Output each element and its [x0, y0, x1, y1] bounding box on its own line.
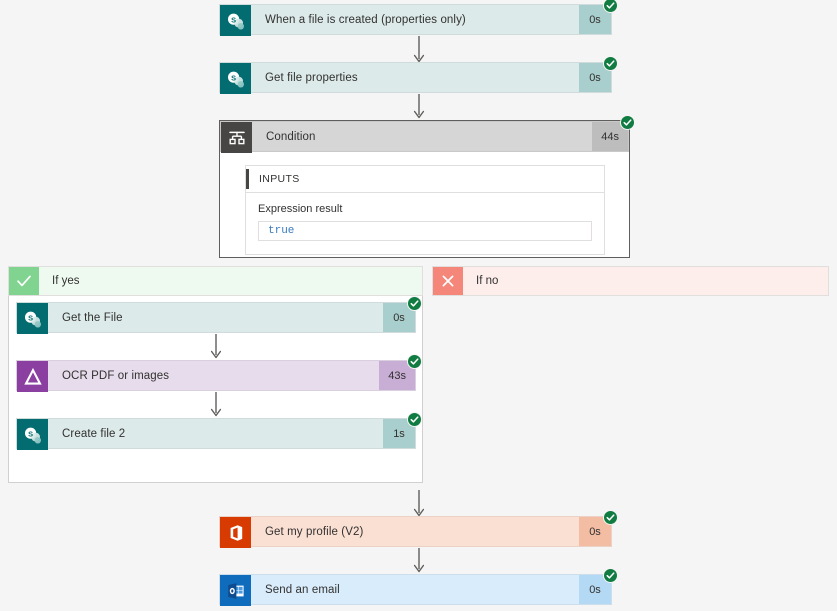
action-card-send-an-email[interactable]: Send an email 0s — [219, 568, 618, 606]
action-card-ocr-pdf-or-images[interactable]: OCR PDF or images 43s — [16, 354, 422, 392]
action-title: Send an email — [265, 583, 340, 596]
status-succeeded-badge — [603, 568, 618, 583]
condition-icon — [221, 122, 252, 153]
action-title: Get file properties — [265, 71, 358, 84]
branch-header-if-no[interactable]: If no — [432, 266, 829, 296]
branch-label: If yes — [52, 275, 80, 287]
status-succeeded-badge — [603, 56, 618, 71]
action-card-get-file-properties[interactable]: S Get file properties 0s — [219, 56, 618, 94]
svg-text:S: S — [231, 73, 236, 82]
sharepoint-icon: S — [220, 63, 251, 94]
svg-text:S: S — [231, 15, 236, 24]
action-card-when-a-file-is-created[interactable]: S When a file is created (properties onl… — [219, 0, 618, 36]
action-title: When a file is created (properties only) — [265, 13, 466, 26]
status-succeeded-badge — [603, 0, 618, 13]
connector-arrow-6 — [411, 548, 427, 576]
ocr-triangle-icon — [17, 361, 48, 392]
action-title: Get the File — [62, 311, 123, 324]
status-succeeded-badge — [407, 296, 422, 311]
sharepoint-icon: S — [17, 419, 48, 450]
action-duration: 0s — [579, 63, 611, 92]
connector-arrow-4 — [208, 392, 224, 420]
action-card-get-my-profile-v2[interactable]: Get my profile (V2) 0s — [219, 510, 618, 548]
inputs-panel-header[interactable]: INPUTS — [246, 166, 604, 193]
connector-arrow-1 — [411, 36, 427, 66]
inputs-panel: INPUTS Expression result true — [245, 165, 605, 255]
svg-text:S: S — [28, 313, 33, 322]
expression-result-value: true — [258, 221, 592, 241]
inputs-panel-body: Expression result true — [246, 193, 604, 254]
action-title: Condition — [266, 130, 316, 143]
status-succeeded-badge — [407, 412, 422, 427]
action-card-get-the-file[interactable]: S Get the File 0s — [16, 296, 422, 334]
status-succeeded-badge — [407, 354, 422, 369]
action-title: Get my profile (V2) — [265, 525, 364, 538]
branch-header-if-yes[interactable]: If yes — [8, 266, 423, 296]
cross-icon — [433, 267, 463, 295]
checkmark-icon — [9, 267, 39, 295]
svg-text:S: S — [28, 429, 33, 438]
connector-arrow-2 — [411, 94, 427, 122]
sharepoint-icon: S — [17, 303, 48, 334]
status-succeeded-badge — [603, 510, 618, 525]
action-card-create-file-2[interactable]: S Create file 2 1s — [16, 412, 422, 450]
condition-scope: Condition 44s INPUTS Expression result t… — [219, 115, 635, 258]
connector-arrow-5 — [411, 490, 427, 520]
status-succeeded-badge — [620, 115, 635, 130]
inputs-label: INPUTS — [259, 173, 300, 185]
branch-label: If no — [476, 275, 499, 287]
action-title: OCR PDF or images — [62, 369, 170, 382]
connector-arrow-3 — [208, 334, 224, 362]
expression-result-label: Expression result — [258, 203, 343, 215]
outlook-icon — [220, 575, 251, 606]
action-card-condition[interactable]: Condition 44s — [220, 115, 635, 153]
sharepoint-icon: S — [220, 5, 251, 36]
action-title: Create file 2 — [62, 427, 126, 440]
office365-icon — [220, 517, 251, 548]
